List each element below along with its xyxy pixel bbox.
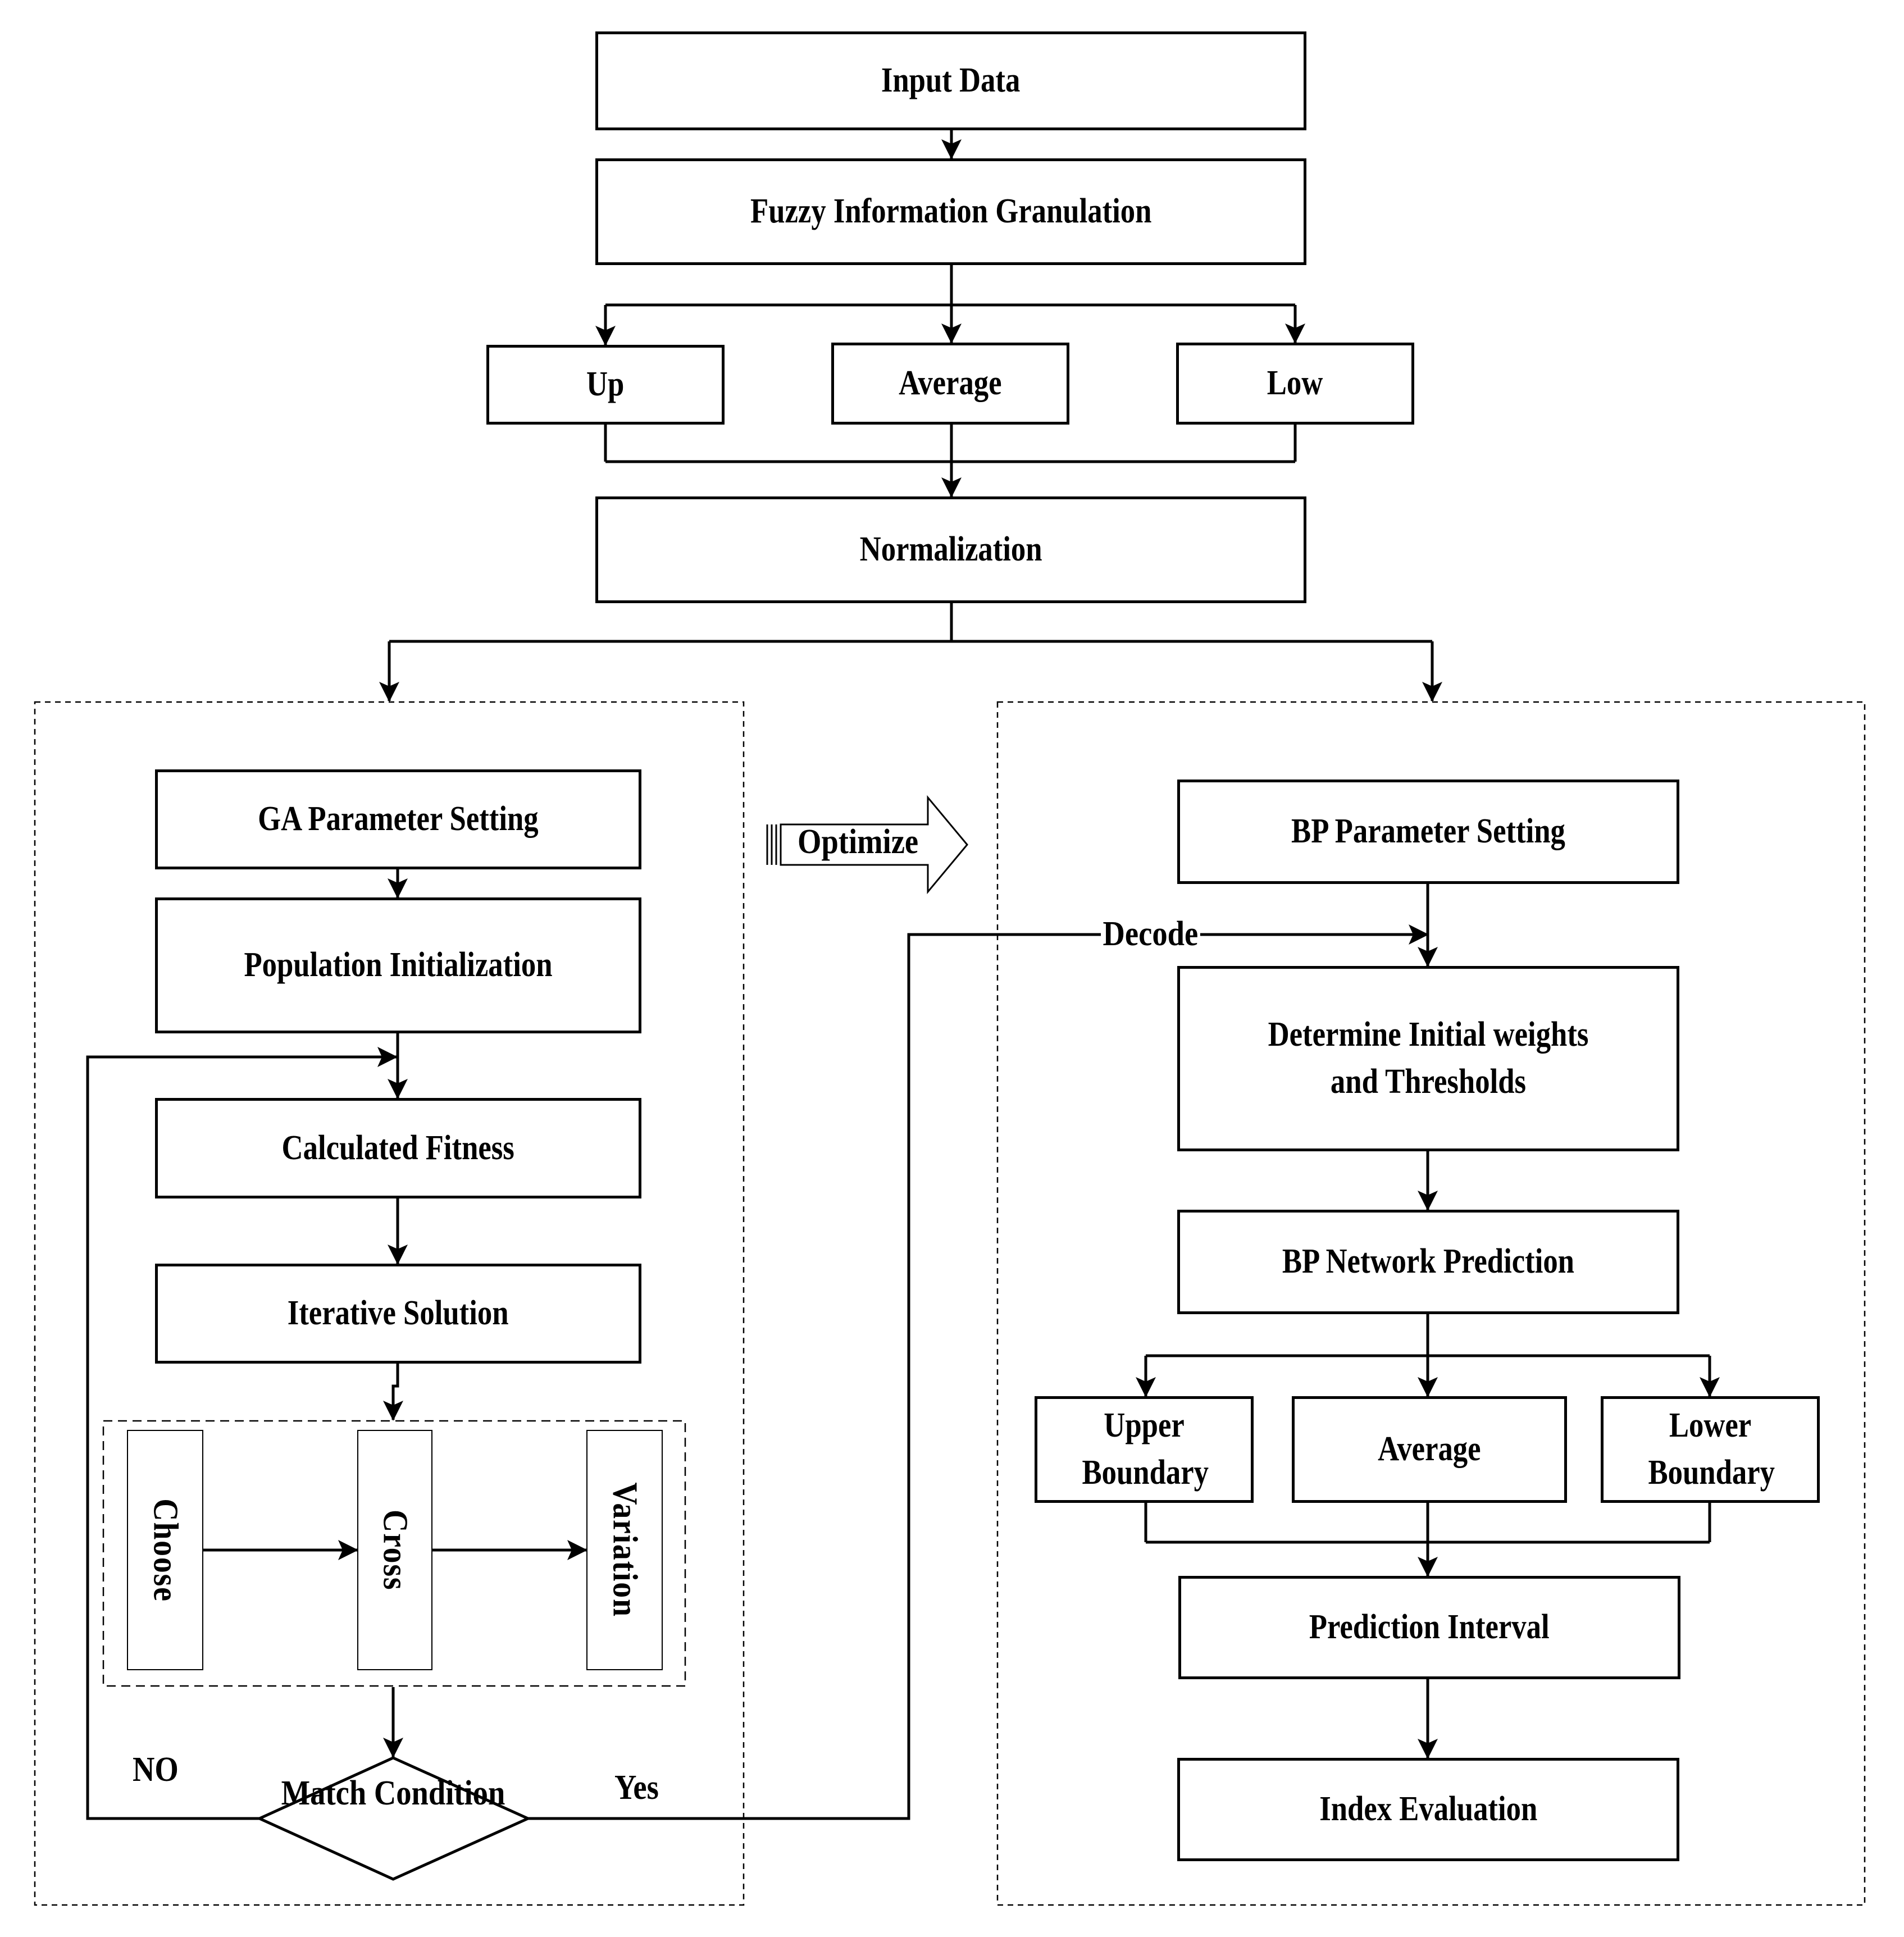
- optimize-arrow: [766, 795, 968, 895]
- arrow-iterative-operators: [383, 1364, 403, 1421]
- choose-box: Choose: [127, 1430, 203, 1670]
- bp-parameter-box: BP Parameter Setting: [1177, 780, 1679, 884]
- ga-parameter-box: GA Parameter Setting: [155, 769, 641, 869]
- normalization-box: Normalization: [595, 496, 1306, 603]
- input-data-box: Input Data: [595, 31, 1306, 130]
- match-condition-label: Match Condition: [281, 1774, 505, 1812]
- bp-average-box: Average: [1292, 1396, 1567, 1503]
- fitness-box: Calculated Fitness: [155, 1098, 641, 1198]
- cross-box: Cross: [357, 1430, 432, 1670]
- bp-container: [996, 701, 1866, 1906]
- yes-label: Yes: [614, 1769, 659, 1807]
- upper-boundary-box: Upper Boundary: [1035, 1396, 1254, 1503]
- prediction-interval-box: Prediction Interval: [1178, 1576, 1680, 1679]
- average-box: Average: [831, 343, 1069, 425]
- iterative-box: Iterative Solution: [155, 1264, 641, 1364]
- lower-boundary-box: Lower Boundary: [1601, 1396, 1820, 1503]
- arrow-no-loop: [86, 1047, 398, 1820]
- population-box: Population Initialization: [155, 897, 641, 1033]
- optimize-label: Optimize: [798, 823, 919, 861]
- low-box: Low: [1176, 343, 1414, 425]
- weights-thresholds-box: Determine Initial weights and Thresholds: [1177, 966, 1679, 1151]
- up-box: Up: [486, 345, 725, 425]
- variation-box: Variation: [586, 1430, 663, 1670]
- index-evaluation-box: Index Evaluation: [1177, 1758, 1679, 1861]
- fuzzy-granulation-box: Fuzzy Information Granulation: [595, 158, 1306, 265]
- decode-label: Decode: [1101, 914, 1200, 954]
- match-condition-diamond: [256, 1756, 532, 1881]
- ga-container: [34, 701, 745, 1906]
- no-label: NO: [133, 1751, 179, 1789]
- bp-prediction-box: BP Network Prediction: [1177, 1210, 1679, 1314]
